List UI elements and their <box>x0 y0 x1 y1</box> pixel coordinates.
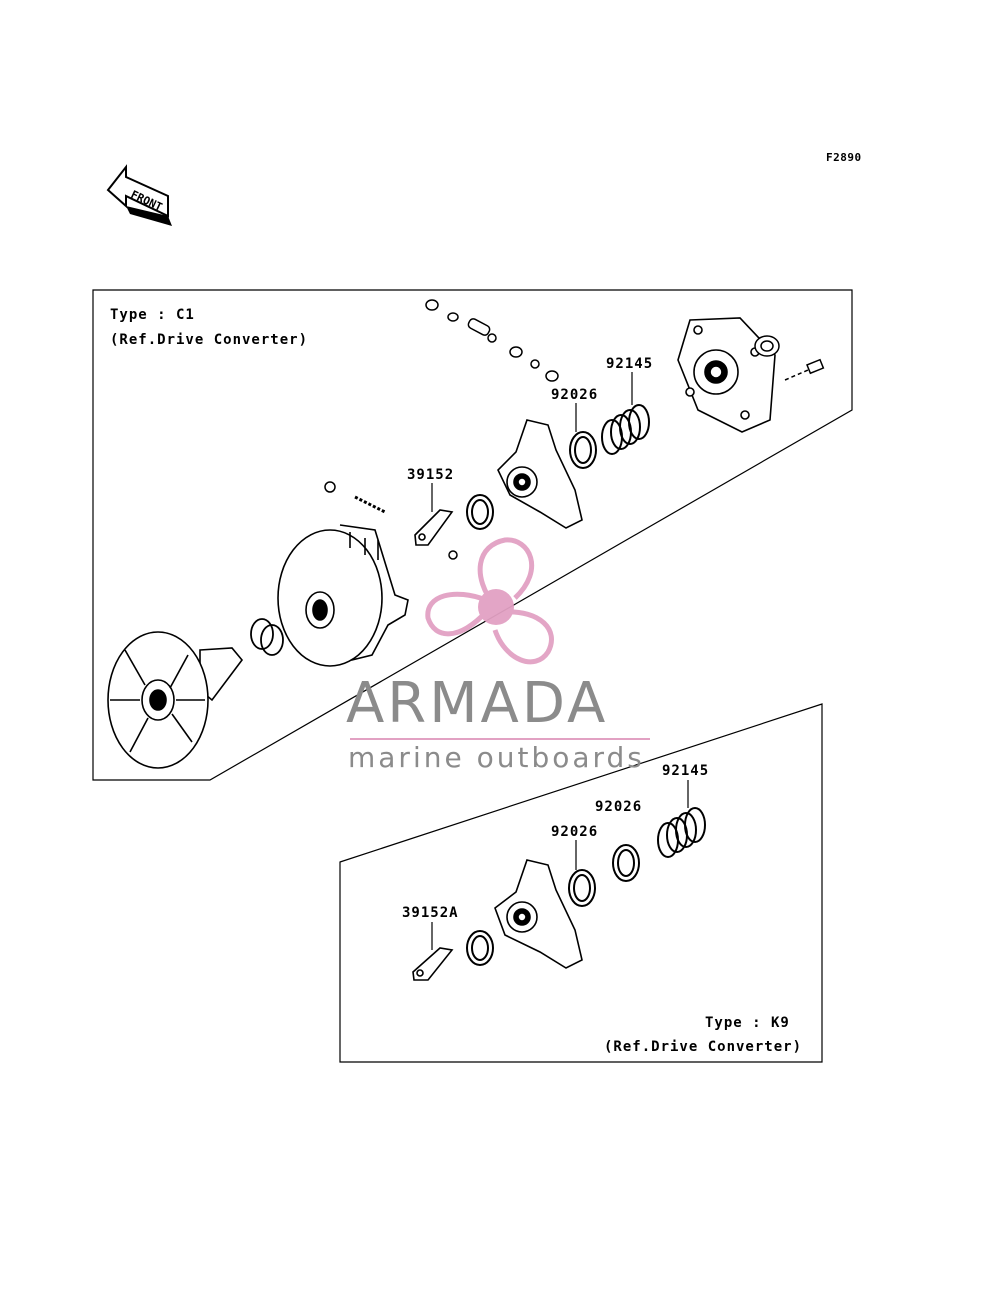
section-k9-type-label: Type : K9 <box>705 1015 790 1031</box>
part-label-92026-k9-outer: 92026 <box>595 799 643 815</box>
section-k9-frame <box>339 703 823 1063</box>
spring-c1 <box>601 404 650 455</box>
section-k9-ref-label: (Ref.Drive Converter) <box>604 1039 803 1055</box>
shim-k9-outer <box>612 844 640 882</box>
section-c1-frame <box>92 289 853 781</box>
fixed-sheave <box>107 631 244 769</box>
figure-code: F2890 <box>826 151 862 164</box>
part-label-39152a-k9: 39152A <box>402 905 459 921</box>
part-label-92026-k9-inner: 92026 <box>551 824 599 840</box>
collar <box>250 618 284 656</box>
small-nut <box>448 550 458 560</box>
watermark-brand: ARMADA <box>346 671 609 736</box>
shim-c1 <box>569 431 597 469</box>
cover-bolt <box>784 358 825 381</box>
part-label-92026-c1: 92026 <box>551 387 599 403</box>
converter-cover <box>677 317 776 433</box>
spring-k9 <box>657 807 706 858</box>
movable-sheave <box>277 524 409 667</box>
weight-39152a <box>412 947 454 981</box>
shim-k9-inner <box>568 869 596 907</box>
watermark-divider <box>350 738 650 740</box>
part-label-39152-c1: 39152 <box>407 467 455 483</box>
spider-c1 <box>497 419 583 529</box>
weight-39152 <box>414 509 454 546</box>
front-arrow-icon: FRONT <box>106 164 172 226</box>
part-label-92145-c1: 92145 <box>606 356 654 372</box>
roller-set <box>425 299 559 382</box>
pin-set <box>324 481 386 514</box>
washer-c1 <box>466 494 494 530</box>
part-label-92145-k9: 92145 <box>662 763 710 779</box>
section-c1-ref-label: (Ref.Drive Converter) <box>110 332 309 348</box>
cover-bushing <box>754 335 780 357</box>
spider-k9 <box>494 859 583 969</box>
watermark-tagline: marine outboards <box>348 741 645 774</box>
section-c1-type-label: Type : C1 <box>110 307 195 323</box>
washer-k9 <box>466 930 494 966</box>
armada-logo-icon <box>425 537 554 665</box>
